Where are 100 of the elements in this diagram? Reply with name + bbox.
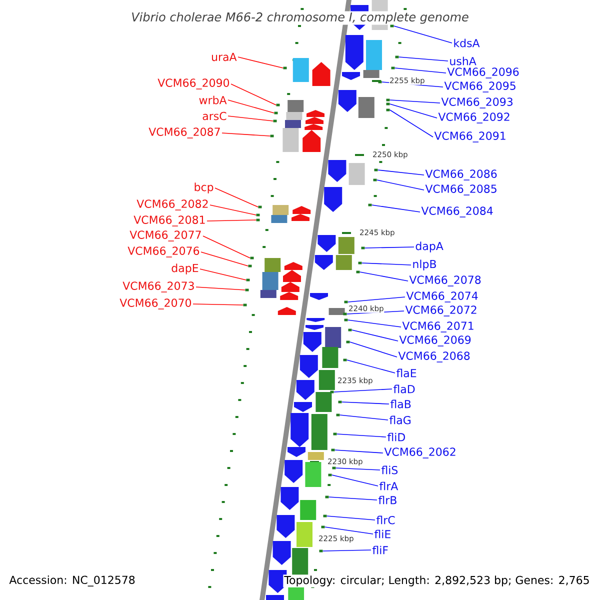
gene-label: fliF [372,546,388,554]
leader-line [322,550,372,552]
gene-label: uraA [212,52,237,62]
leader-line [228,100,274,114]
gene-label: VCM66_2069 [399,336,471,346]
gene-label: VCM66_2078 [409,276,481,286]
tick-mark [386,102,390,106]
gene-label: VCM66_2087 [148,128,220,138]
gene-label: flaB [390,400,411,408]
leader-line [390,100,440,104]
leader-line [332,474,378,486]
leader-line [390,104,438,118]
tick-mark [258,206,262,208]
tick-mark [246,278,250,282]
leader-line [222,132,270,136]
gene-label: VCM66_2092 [438,112,510,124]
leader-line [214,188,258,208]
leader-line [230,84,276,106]
tick-mark [273,120,277,122]
leader-line [228,116,274,122]
tick-mark [374,168,378,172]
tick-mark [336,414,340,416]
gene-label: nlpB [413,260,436,270]
gene-label: flaD [393,384,415,394]
gene-label: VCM66_2096 [447,68,519,78]
gene-label: VCM66_2085 [425,184,496,196]
leader-line [334,388,392,392]
tick-mark [373,178,377,182]
tick-mark [250,256,254,260]
tick-mark [245,288,249,292]
gene-label: VCM66_2084 [421,206,493,218]
leader-line [394,26,452,44]
leader-line [336,468,380,470]
tick-mark [331,448,335,452]
leader-line [196,286,246,290]
tick-mark [358,262,362,264]
tick-mark [368,204,372,206]
tick-mark [344,300,348,304]
leader-line [398,56,448,62]
tick-mark [256,214,260,216]
tick-mark [274,112,278,114]
gene-label: VCM66_2074 [406,292,478,302]
leader-line [324,526,374,534]
leader-line [364,246,414,248]
tick-mark [328,474,332,476]
gene-label: flaG [389,416,410,424]
gene-label: kdsA [454,38,480,48]
gene-label: VCM66_2082 [136,200,208,210]
tick-mark [343,358,347,362]
leader-line [336,434,386,438]
tick-mark [333,432,337,436]
accession-text: Accession: NC_012578 [8,574,136,588]
tick-mark [343,312,347,316]
tick-mark [378,80,382,84]
gene-label: ushA [450,56,476,66]
gene-label: fliS [381,466,398,474]
leader-line [202,236,250,258]
tick-mark [395,56,399,58]
leader-line [372,204,420,212]
gene-label: VCM66_2095 [444,82,516,92]
tick-mark [276,104,280,106]
gene-label: flrB [378,496,396,504]
gene-label: flrA [379,482,398,490]
leader-line [200,268,246,280]
tick-mark [321,526,325,528]
leader-line [342,402,390,404]
gene-label: VCM66_2081 [134,216,205,226]
tick-mark [332,466,336,470]
leader-line [326,516,376,520]
gene-label: dapE [172,264,198,274]
tick-mark [248,264,252,268]
leader-line [348,320,402,328]
leader-line [352,330,398,342]
tick-mark [325,496,329,498]
tick-mark [338,400,342,404]
leader-line [348,296,406,302]
gene-label: VCM66_2093 [441,98,512,108]
leader-line [376,180,424,190]
gene-label: arsC [202,112,226,120]
gene-label: flaE [396,368,416,378]
tick-mark [323,514,327,518]
tick-mark [390,24,394,28]
tick-mark [346,340,350,344]
leader-line [350,342,398,358]
leader-line [346,360,396,374]
gene-label: dapA [416,242,444,252]
tick-mark [256,218,260,222]
gene-label: VCM66_2072 [405,306,476,316]
gene-label: VCM66_2068 [398,352,470,362]
gene-label: VCM66_2076 [128,246,200,258]
tick-mark [356,270,360,274]
topology-text: Topology: circular; Length: 2,892,523 bp; Genes: 2,765 [283,574,591,588]
leader-line [210,204,256,216]
gene-label: wrbA [199,96,227,104]
leader-line [328,496,378,500]
leader-line [238,56,284,68]
tick-mark [330,390,334,394]
leader-line [192,304,244,306]
leader-line [206,220,256,222]
tick-mark [391,66,395,70]
